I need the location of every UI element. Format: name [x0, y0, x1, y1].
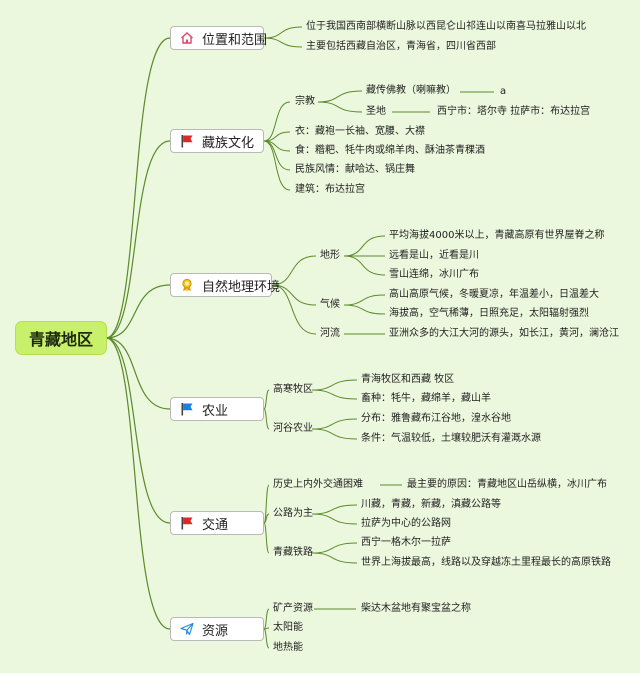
branch-resources[interactable]: 资源 — [170, 617, 264, 641]
connector — [317, 101, 363, 113]
leaf-text: 西宁一格木尔一拉萨 — [361, 537, 451, 548]
leaf-note: 西宁市：塔尔寺 拉萨市：布达拉宫 — [437, 106, 591, 117]
connector — [263, 484, 270, 524]
group-label: 民族风情：献哈达、锅庄舞 — [295, 164, 415, 175]
leaf-note: a — [500, 86, 507, 97]
group-label: 公路为主 — [273, 508, 313, 519]
branch-title: 交通 — [202, 517, 229, 533]
connector — [263, 628, 270, 649]
leaf-text: 拉萨为中心的公路网 — [361, 518, 451, 529]
group-label: 历史上内外交通困难 — [273, 479, 363, 490]
leaf-text: 最主要的原因：青藏地区山岳纵横，冰川广布 — [407, 479, 607, 490]
leaf-text: 海拔高，空气稀薄，日照充足，太阳辐射强烈 — [389, 308, 589, 319]
red-flag-icon — [181, 517, 193, 530]
leaf-text: 亚洲众多的大江大河的源头，如长江，黄河，澜沧江 — [389, 328, 619, 339]
leaf-text: 远看是山，近看是川 — [389, 250, 479, 261]
connector — [311, 552, 358, 564]
leaf-text: 畜种：牦牛，藏绵羊，藏山羊 — [361, 393, 491, 404]
connector — [343, 304, 386, 315]
connector — [311, 389, 358, 400]
group-label: 河谷农业 — [273, 423, 313, 434]
blue-flag-icon — [181, 403, 193, 416]
connector — [263, 608, 270, 630]
leaf-text: 柴达木盆地有聚宝盆之称 — [361, 603, 471, 614]
group-label: 河流 — [320, 328, 340, 339]
branch-culture[interactable]: 藏族文化 — [170, 129, 264, 153]
branch-geography[interactable]: 自然地理环境 — [170, 273, 280, 297]
root-node[interactable]: 青藏地区 — [16, 322, 106, 354]
branch-title: 资源 — [202, 623, 229, 639]
connector — [263, 389, 270, 410]
branch-agriculture[interactable]: 农业 — [170, 397, 264, 421]
group-label: 食：糌粑、牦牛肉或绵羊肉、酥油茶青稞酒 — [295, 145, 485, 156]
branch-title: 位置和范围 — [202, 32, 268, 48]
leaf-text: 高山高原气候，冬暖夏凉，年温差小，日温差大 — [389, 289, 599, 300]
group-label: 地形 — [320, 250, 340, 261]
connector — [263, 408, 270, 430]
leaf-text: 青海牧区和西藏 牧区 — [361, 374, 455, 385]
root-label: 青藏地区 — [28, 330, 93, 349]
connector — [343, 235, 386, 257]
leaf-text: 平均海拔4000米以上，青藏高原有世界屋脊之称 — [389, 230, 605, 241]
connector — [263, 140, 291, 171]
connector — [317, 90, 363, 103]
home-icon — [181, 32, 193, 44]
connector — [263, 37, 303, 48]
connector — [311, 542, 358, 554]
group-label: 建筑：布达拉宫 — [295, 184, 365, 195]
connector — [311, 379, 358, 391]
connector — [263, 26, 303, 39]
group-label: 太阳能 — [273, 622, 303, 633]
leaf-text: 雪山连绵，冰川广布 — [389, 269, 479, 280]
root-connector — [105, 140, 171, 339]
leaf-text: 分布：雅鲁藏布江谷地，湟水谷地 — [361, 413, 511, 424]
connector — [271, 255, 317, 286]
group-label: 地热能 — [273, 642, 303, 653]
branch-location[interactable]: 位置和范围 — [170, 26, 268, 50]
root-connector — [105, 37, 171, 339]
branch-title: 农业 — [202, 403, 229, 419]
red-flag-icon — [181, 135, 193, 148]
connector — [263, 513, 270, 524]
connector — [263, 522, 270, 554]
branch-title: 自然地理环境 — [202, 279, 281, 295]
leaf-text: 川藏，青藏，新藏，滇藏公路等 — [361, 499, 501, 510]
root-connector — [105, 284, 171, 339]
connector — [271, 284, 317, 335]
award-icon — [182, 278, 192, 292]
group-label: 气候 — [320, 299, 340, 310]
root-connector — [105, 337, 171, 524]
paper-plane-icon — [180, 622, 194, 636]
leaf-text: 主要包括西藏自治区，青海省，四川省西部 — [306, 41, 496, 52]
connector — [343, 255, 386, 276]
branch-title: 藏族文化 — [202, 135, 255, 151]
group-label: 矿产资源 — [273, 603, 313, 614]
leaf-text: 圣地 — [366, 106, 386, 117]
root-connector — [105, 337, 171, 630]
branch-transport[interactable]: 交通 — [170, 511, 264, 535]
group-label: 衣：藏袍一长袖、宽腰、大襟 — [295, 126, 425, 137]
connector — [311, 428, 358, 440]
leaf-text: 藏传佛教（喇嘛教） — [366, 85, 456, 96]
leaf-text: 条件：气温较低，土壤较肥沃有灌溉水源 — [361, 433, 541, 444]
group-label: 宗教 — [295, 96, 315, 107]
root-connector — [105, 337, 171, 410]
connector — [263, 140, 291, 191]
connector — [343, 294, 386, 306]
connector — [271, 284, 317, 306]
connector — [311, 513, 358, 525]
connector — [311, 418, 358, 430]
connector — [263, 101, 291, 142]
group-label: 高寒牧区 — [273, 384, 313, 395]
group-label: 青藏铁路 — [273, 547, 313, 558]
leaf-text: 世界上海拔最高，线路以及穿越冻土里程最长的高原铁路 — [361, 557, 611, 568]
connector — [311, 504, 358, 515]
leaf-text: 位于我国西南部横断山脉以西昆仑山祁连山以南喜马拉雅山以北 — [306, 21, 586, 32]
